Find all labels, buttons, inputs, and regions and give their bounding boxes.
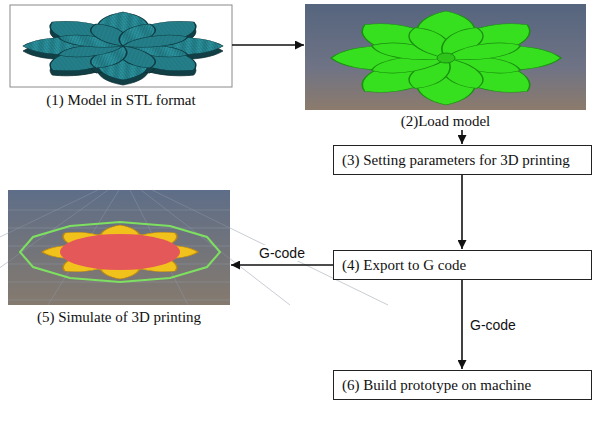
simulation-picture (0, 190, 388, 305)
viewport-background (8, 190, 230, 305)
loaded-model-picture (305, 4, 586, 110)
edge-label: G-code (468, 317, 518, 333)
captioned-picture: (2)Load model (305, 4, 586, 130)
flow-arrow (461, 130, 463, 144)
captioned-picture: (1) Model in STL format (10, 5, 232, 109)
green-flower (331, 11, 561, 105)
figure-caption: (5) Simulate of 3D printing (8, 308, 230, 326)
meshed-flower (23, 12, 223, 80)
skirt-outline (20, 222, 220, 282)
captioned-picture: (5) Simulate of 3D printing (8, 190, 230, 326)
step-label: (4) Export to G code (342, 256, 583, 274)
floor-grid (0, 190, 388, 305)
flower-center (437, 53, 455, 63)
stl-model-picture (10, 5, 232, 87)
viewport-background (305, 4, 586, 110)
step-label: (6) Build prototype on machine (342, 376, 583, 394)
process-box: (6) Build prototype on machine (333, 370, 592, 400)
process-box: (3) Setting parameters for 3D printing (333, 145, 592, 175)
flow-arrow (232, 44, 304, 46)
picture-frame (10, 5, 232, 87)
process-box: (4) Export to G code (333, 250, 592, 280)
figure-caption: (1) Model in STL format (10, 91, 232, 109)
yellow-perimeter (42, 225, 198, 279)
flow-arrow (231, 264, 333, 266)
edge-label: G-code (257, 245, 307, 261)
flow-arrow (461, 175, 463, 249)
red-infill (60, 234, 180, 270)
step-label: (3) Setting parameters for 3D printing (342, 151, 583, 169)
flow-arrow (461, 280, 463, 369)
figure-caption: (2)Load model (305, 112, 586, 130)
